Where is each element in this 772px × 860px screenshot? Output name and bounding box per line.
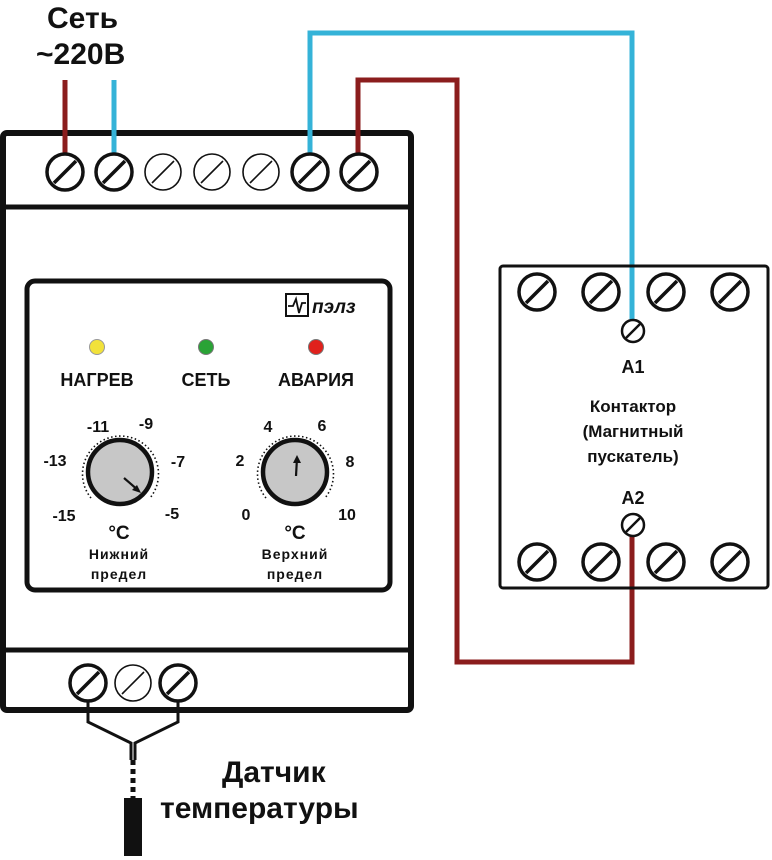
terminal-6 bbox=[290, 152, 330, 192]
contactor-terminal-top-4 bbox=[710, 272, 750, 312]
contactor-terminal-bottom-2 bbox=[581, 542, 621, 582]
upper-tick-6: 6 bbox=[318, 418, 327, 435]
terminal-3 bbox=[144, 153, 182, 191]
heat-label: НАГРЕВ bbox=[60, 370, 133, 390]
brand-name: пэлз bbox=[312, 297, 356, 318]
upper-tick-0: 0 bbox=[242, 507, 251, 524]
power-led-icon bbox=[198, 339, 214, 355]
power-label-line2: ~220В bbox=[36, 38, 125, 71]
contactor-label-line1: Контактор bbox=[590, 397, 676, 416]
brand-logo: пэлз bbox=[285, 293, 356, 318]
power-label: СЕТЬ bbox=[182, 370, 231, 390]
lower-tick-minus13: -13 bbox=[43, 453, 66, 470]
terminal-4 bbox=[193, 153, 231, 191]
contactor-label-line3: пускатель) bbox=[587, 447, 678, 466]
terminal-5 bbox=[242, 153, 280, 191]
sensor-terminal-3 bbox=[158, 663, 198, 703]
heat-led-icon bbox=[89, 339, 105, 355]
contactor-terminal-bottom-3 bbox=[646, 542, 686, 582]
lower-unit: °C bbox=[108, 523, 130, 544]
lower-tick-minus11: -11 bbox=[87, 419, 109, 436]
upper-tick-10: 10 bbox=[338, 507, 356, 524]
sensor-label-line1: Датчик bbox=[222, 756, 327, 789]
lower-limit-dial[interactable] bbox=[81, 435, 160, 507]
contactor-terminal-top-1 bbox=[517, 272, 557, 312]
sensor-terminal-1 bbox=[68, 663, 108, 703]
pulse-icon bbox=[288, 296, 306, 314]
sensor-lead-right bbox=[133, 700, 180, 760]
coil-terminal-a1 bbox=[620, 318, 646, 344]
upper-caption-line1: Верхний bbox=[262, 546, 329, 562]
lower-caption-line1: Нижний bbox=[89, 546, 149, 562]
sensor-lead-left bbox=[86, 700, 133, 760]
upper-tick-8: 8 bbox=[346, 454, 355, 471]
alarm-led-icon bbox=[308, 339, 324, 355]
contactor-terminal-bottom-1 bbox=[517, 542, 557, 582]
a1-label: A1 bbox=[621, 357, 644, 377]
terminal-2 bbox=[94, 152, 134, 192]
relay-front-panel bbox=[24, 278, 393, 593]
upper-caption-line2: предел bbox=[267, 566, 323, 582]
upper-tick-4: 4 bbox=[264, 419, 273, 436]
a2-label: A2 bbox=[621, 488, 644, 508]
upper-unit: °C bbox=[284, 523, 306, 544]
lower-tick-minus15: -15 bbox=[52, 508, 75, 525]
sensor-label-line2: температуры bbox=[160, 792, 359, 825]
alarm-label: АВАРИЯ bbox=[278, 370, 354, 390]
contactor-terminal-top-3 bbox=[646, 272, 686, 312]
lower-tick-minus7: -7 bbox=[171, 454, 185, 471]
phase-to-a2-wire bbox=[355, 77, 635, 665]
neutral-to-a1-wire bbox=[307, 30, 635, 330]
upper-limit-dial[interactable] bbox=[256, 435, 335, 507]
lower-caption-line2: предел bbox=[91, 566, 147, 582]
power-label-line1: Сеть bbox=[47, 2, 118, 35]
terminal-1 bbox=[45, 152, 85, 192]
contactor-label-line2: (Магнитный bbox=[583, 422, 684, 441]
terminal-7 bbox=[339, 152, 379, 192]
upper-tick-2: 2 bbox=[236, 453, 245, 470]
contactor-terminal-bottom-4 bbox=[710, 542, 750, 582]
bottom-terminal-block bbox=[68, 663, 198, 703]
contactor-housing bbox=[498, 264, 770, 590]
contactor-terminal-top-2 bbox=[581, 272, 621, 312]
coil-terminal-a2 bbox=[620, 512, 646, 538]
lower-tick-minus5: -5 bbox=[165, 506, 179, 523]
lower-tick-minus9: -9 bbox=[139, 416, 153, 433]
sensor-terminal-2 bbox=[114, 664, 152, 702]
temperature-sensor-icon bbox=[124, 798, 142, 856]
